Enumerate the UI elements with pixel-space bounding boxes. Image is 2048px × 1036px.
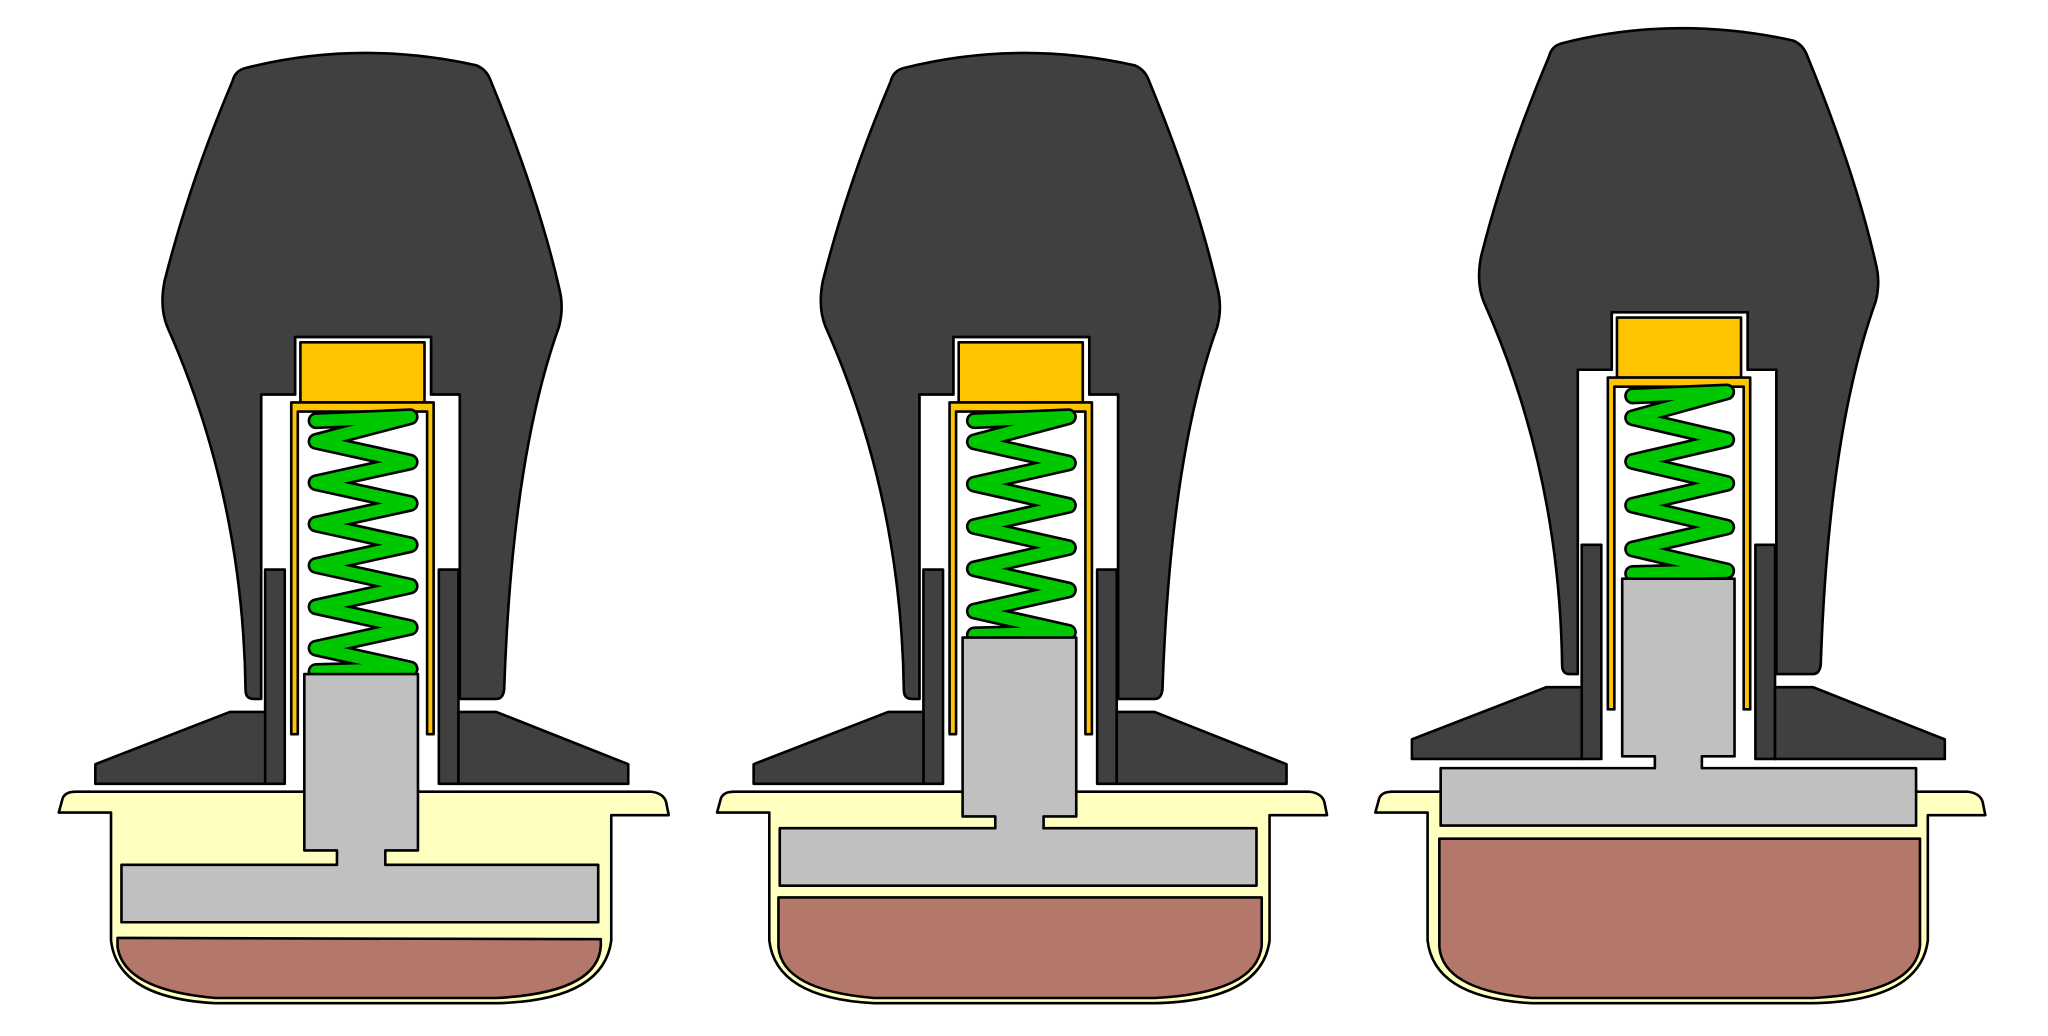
spring-coil bbox=[968, 410, 1075, 641]
spring bbox=[1624, 383, 1736, 582]
panel-1 bbox=[57, 51, 671, 1005]
panel-2 bbox=[715, 51, 1329, 1005]
piston bbox=[120, 672, 600, 924]
contents bbox=[1438, 837, 1922, 1000]
spring bbox=[965, 408, 1077, 644]
piston bbox=[778, 636, 1258, 887]
panel-3 bbox=[1374, 26, 1987, 1005]
contents bbox=[116, 936, 603, 1000]
piston bbox=[1439, 577, 1918, 827]
spring bbox=[307, 408, 419, 680]
spring-coil bbox=[1626, 386, 1733, 580]
spring-coil bbox=[310, 410, 416, 678]
contents bbox=[777, 896, 1264, 1000]
